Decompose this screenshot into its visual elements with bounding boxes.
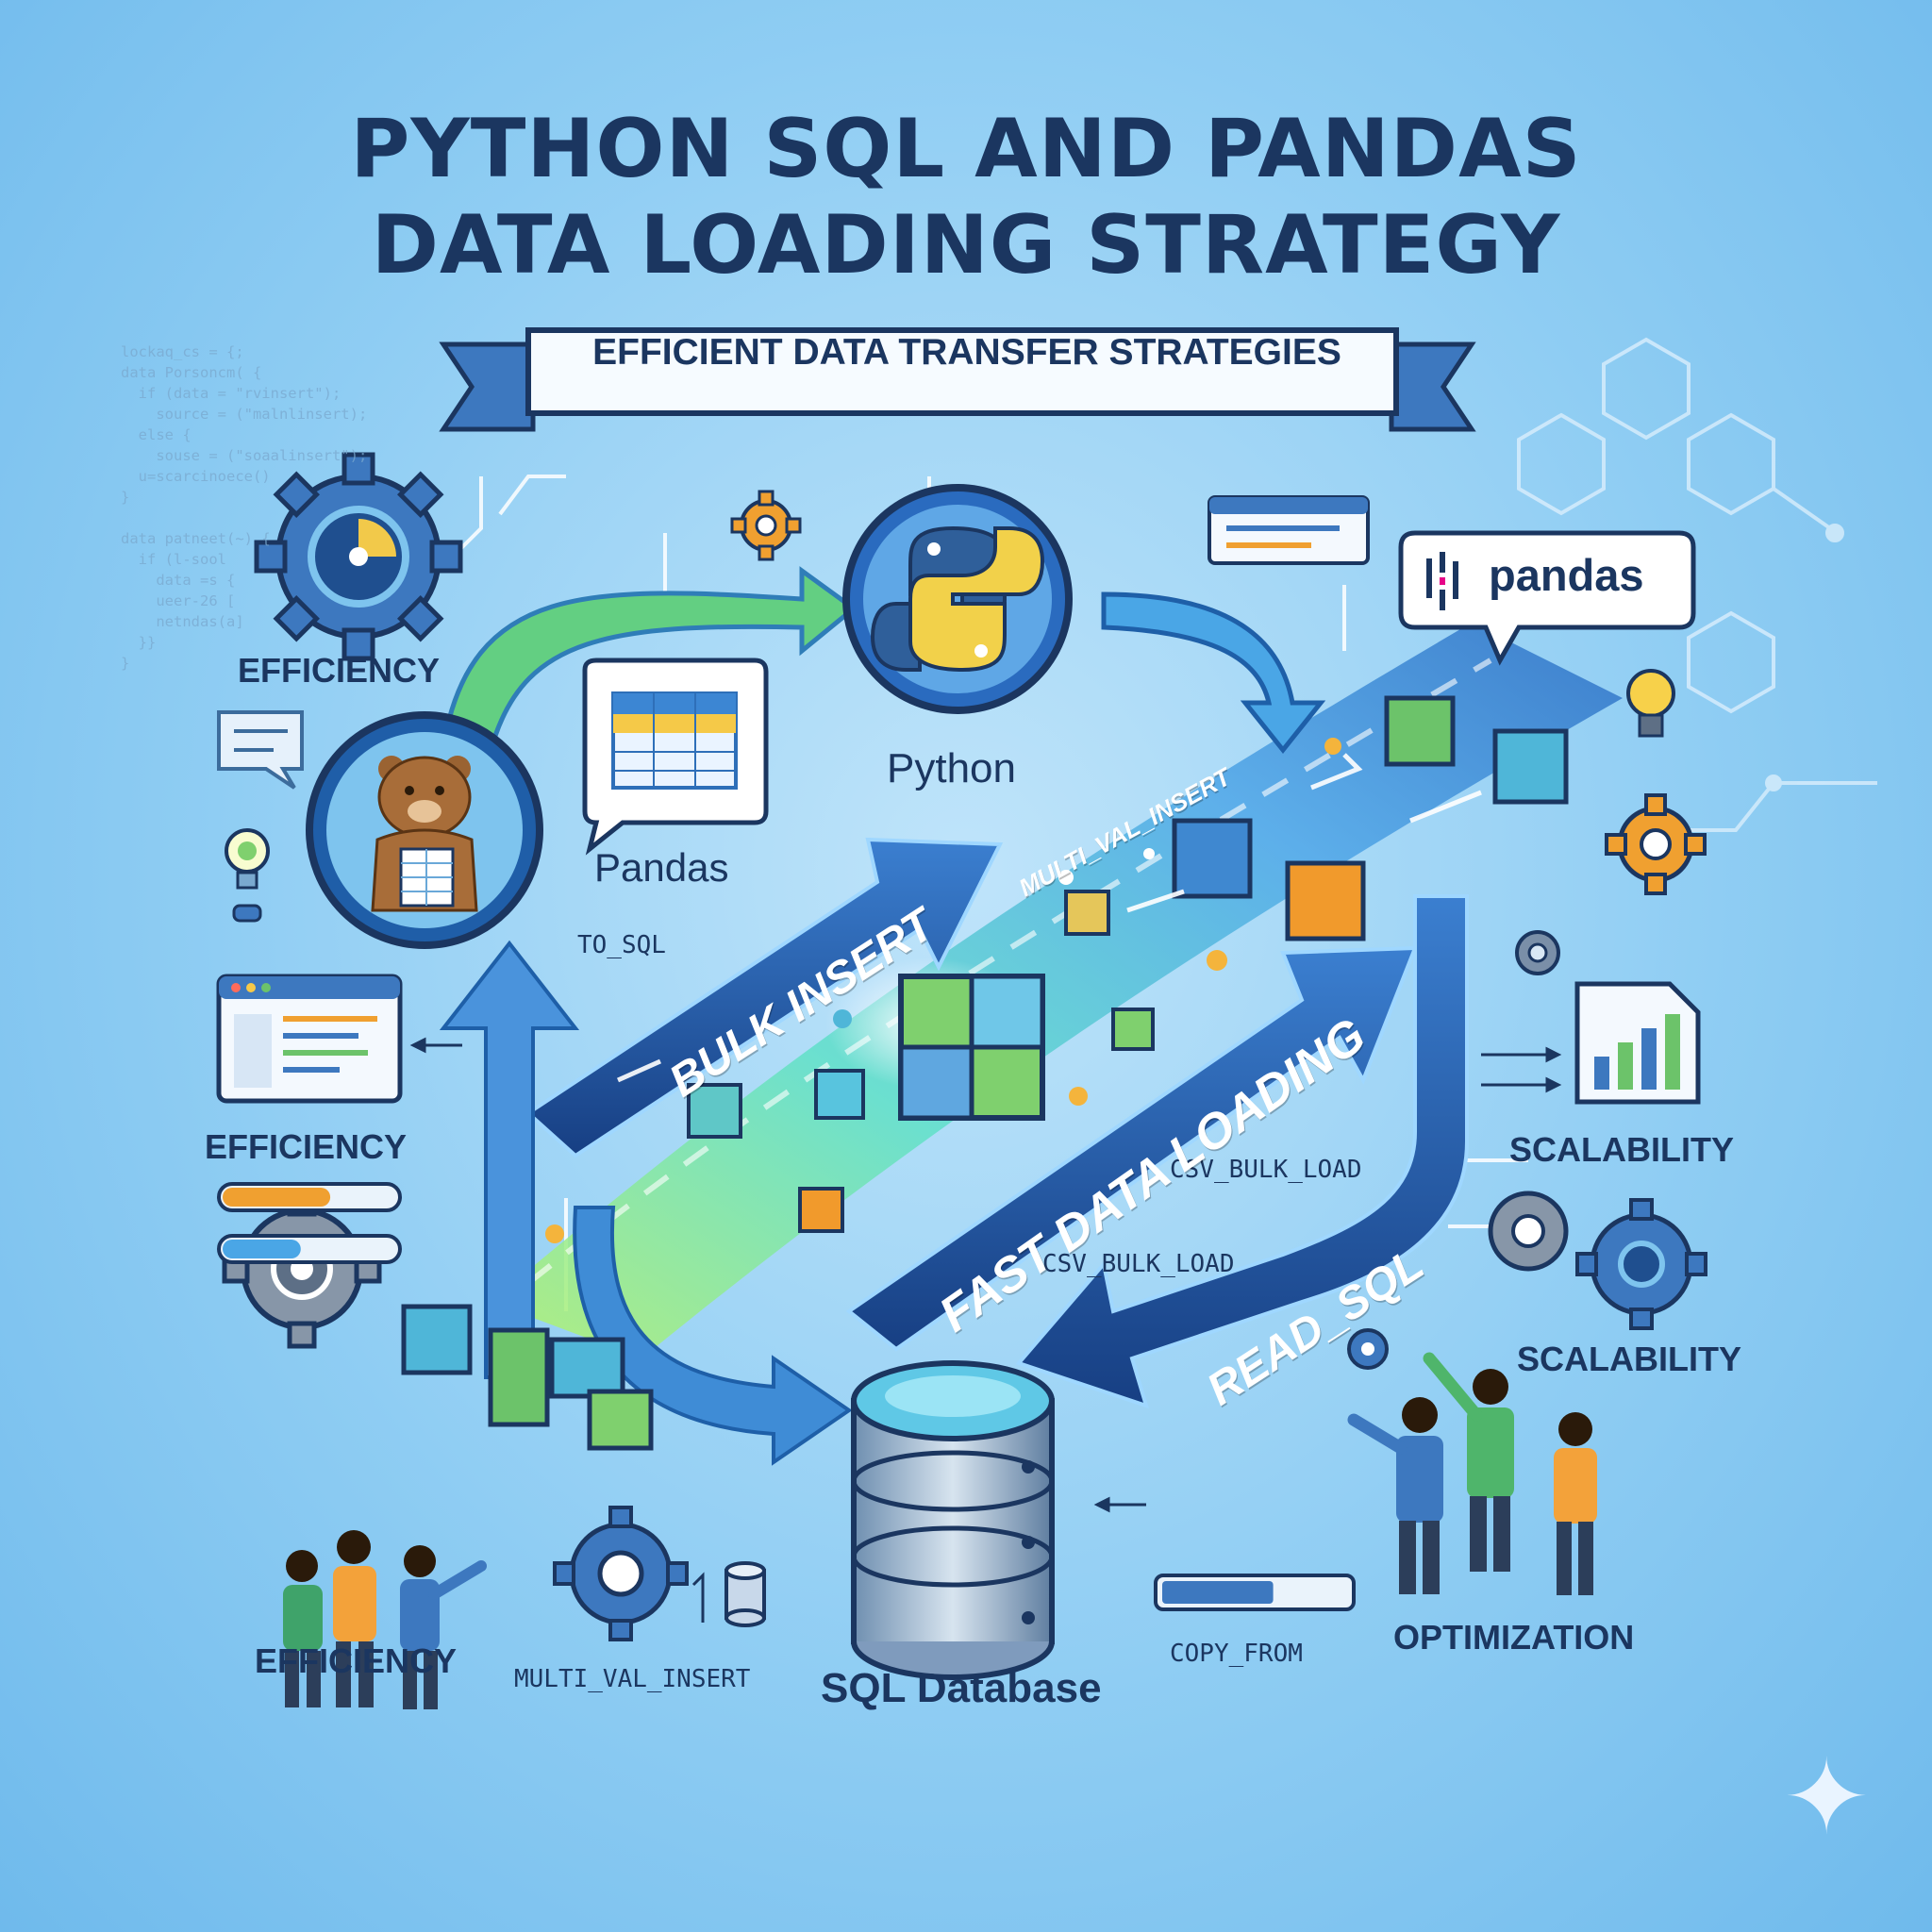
lightbulb-icon: [1626, 669, 1675, 738]
progress-bar-efficiency-bottom: [217, 1234, 402, 1264]
efficiency-label-3: EFFICIENCY: [255, 1641, 458, 1680]
bar-chart-document-icon: [1574, 981, 1701, 1105]
cube-icon: [1492, 728, 1569, 805]
cube-icon: [1064, 890, 1110, 936]
code-line: ueer-26 [: [121, 592, 236, 609]
table-chat-bubble: [582, 658, 769, 856]
gear-icon: [254, 452, 463, 661]
browser-window-icon: [216, 974, 403, 1104]
gear-icon: [1347, 1328, 1389, 1370]
pandas-logo-text: pandas: [1489, 550, 1644, 600]
python-node: [842, 484, 1073, 714]
database-icon: [851, 1360, 1055, 1680]
cube-icon: [1285, 860, 1366, 941]
gear-icon: [1575, 1198, 1707, 1330]
gear-icon: [222, 1189, 382, 1349]
banner-ribbon: [439, 327, 1476, 432]
multi-val-insert-label-bottom: MULTI_VAL_INSERT: [514, 1665, 751, 1693]
pointer-arrows: [409, 1037, 1562, 1513]
code-line: data patneet(~) {: [121, 530, 271, 547]
cube-icon: [549, 1337, 625, 1399]
code-line: netndas(a]: [121, 613, 244, 630]
gear-icon: [1515, 930, 1560, 975]
pandas-label: Pandas: [594, 845, 729, 890]
code-line: }: [121, 655, 130, 672]
data-dots: [545, 738, 1341, 1243]
gear-icon: [1605, 793, 1707, 895]
small-database-icon: [691, 1561, 766, 1627]
gear-icon: [553, 1506, 689, 1641]
code-line: }: [121, 489, 130, 506]
gear-icon: [1488, 1191, 1569, 1272]
copy-from-label: COPY_FROM: [1170, 1640, 1303, 1668]
cube-icon: [1172, 818, 1253, 899]
sql-database-label: SQL Database: [821, 1665, 1102, 1711]
code-line: souse = ("soaalinsert");: [121, 447, 368, 464]
scalability-label-2: SCALABILITY: [1517, 1340, 1741, 1378]
code-line: lockaq_cs = {;: [121, 343, 244, 360]
csv-bulk-load-label-2: CSV_BULK_LOAD: [1042, 1250, 1235, 1278]
code-line: source = ("malnlinsert);: [121, 406, 368, 423]
efficiency-label-1: EFFICIENCY: [238, 651, 441, 690]
efficiency-label-2: EFFICIENCY: [205, 1127, 408, 1166]
browser-window-icon: [1208, 495, 1370, 565]
code-line: data Porsoncm( {: [121, 364, 262, 381]
pandas-logo-callout: [1398, 530, 1696, 666]
code-line: [121, 508, 460, 528]
cube-icon: [587, 1389, 654, 1451]
title-line-2: DATA LOADING STRATEGY: [371, 198, 1561, 292]
people-group-icon: [283, 1530, 487, 1709]
people-group-icon: [1347, 1352, 1597, 1595]
python-label: Python: [887, 745, 1016, 791]
to-database-arrow: [573, 1206, 853, 1466]
hexagon-network-icon: [1517, 337, 1877, 832]
python-to-pipeline-arrow: [1101, 591, 1326, 755]
fast-data-loading-arrow: [845, 945, 1418, 1352]
to-sql-label: TO_SQL: [577, 931, 666, 959]
cube-icon: [401, 1304, 473, 1375]
cube-icon: [488, 1327, 550, 1427]
code-line: }}: [121, 634, 157, 651]
pandas-bear-node: [306, 711, 543, 949]
title-line-1: PYTHON SQL AND PANDAS: [350, 102, 1582, 196]
csv-bulk-load-label-1: CSV_BULK_LOAD: [1170, 1156, 1362, 1184]
read-sql-arrow: [1015, 894, 1469, 1409]
scalability-label-1: SCALABILITY: [1509, 1130, 1734, 1169]
progress-bar-efficiency-top: [217, 1182, 402, 1212]
small-arrows: [616, 753, 1482, 1083]
banner-subtitle: EFFICIENT DATA TRANSFER STRATEGIES: [592, 332, 1341, 373]
cube-icon: [814, 1069, 865, 1120]
chat-bubble-icon: [217, 710, 304, 790]
code-line: if (data = "rvinsert");: [121, 385, 341, 402]
bulk-insert-arrow: [525, 837, 1004, 1158]
data-flow-band: [491, 623, 1623, 1358]
gear-icon: [730, 490, 802, 561]
pandas-bear-icon: [371, 756, 478, 912]
table-icon: [611, 691, 738, 790]
optimization-label: OPTIMIZATION: [1393, 1618, 1635, 1657]
upload-arrow: [439, 940, 580, 1379]
pandas-logo-icon: [1426, 552, 1458, 610]
lightbulb-icon: [225, 828, 270, 923]
code-line: u=scarcinoece(): [121, 468, 271, 485]
sparkle-icon: ✦: [1783, 1737, 1871, 1857]
cube-icon: [1384, 695, 1456, 767]
cube-icon: [898, 974, 1045, 1121]
code-line: else {: [121, 426, 192, 443]
code-line: if (l-sool: [121, 551, 226, 568]
code-snippet: lockaq_cs = {; data Porsoncm( { if (data …: [121, 341, 460, 674]
cube-icon: [687, 1083, 742, 1139]
pandas-to-python-arrow: [440, 566, 858, 749]
cube-icon: [1111, 1008, 1155, 1051]
python-logo-icon: [870, 525, 1045, 673]
progress-bar-copy-from: [1154, 1574, 1356, 1611]
data-cubes: [401, 695, 1569, 1451]
cube-icon: [798, 1187, 844, 1233]
code-line: data =s {: [121, 572, 236, 589]
